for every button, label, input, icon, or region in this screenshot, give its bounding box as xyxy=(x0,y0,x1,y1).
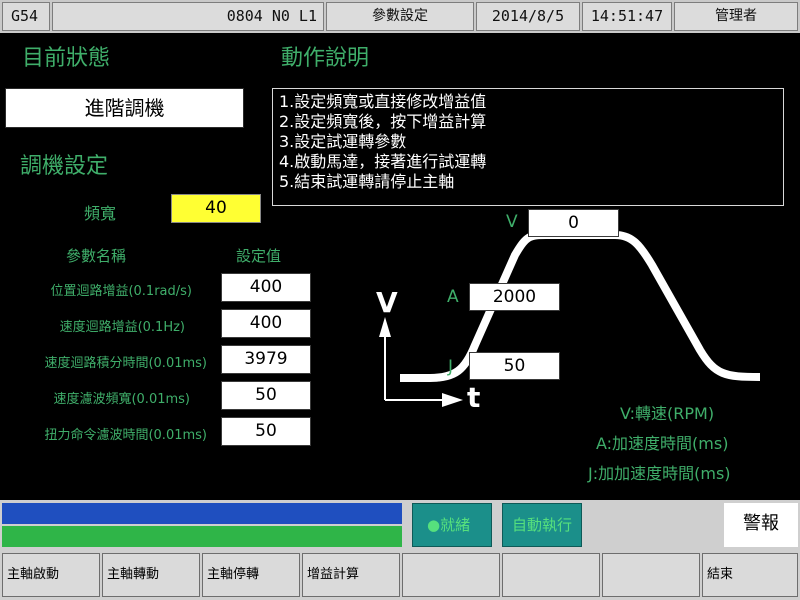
param-label-position-gain: 位置迴路增益(0.1rad/s) xyxy=(50,284,192,299)
user-display: 管理者 xyxy=(674,2,798,31)
instruction-step-5: 5.結束試運轉請停止主軸 xyxy=(279,172,455,191)
j-label: J xyxy=(448,357,454,377)
legend-a: A:加速度時間(ms) xyxy=(596,434,729,453)
gain-calculate-button[interactable]: 增益計算 xyxy=(302,553,400,597)
date-display: 2014/8/5 xyxy=(476,2,580,31)
function-key-7[interactable] xyxy=(602,553,700,597)
ready-dot-icon: ● xyxy=(427,516,441,534)
a-label: A xyxy=(447,287,459,307)
ready-label: 就緒 xyxy=(440,516,471,534)
mode-display: 進階調機 xyxy=(5,88,244,128)
current-status-title: 目前狀態 xyxy=(22,46,111,71)
j-value-input[interactable]: 50 xyxy=(469,352,560,380)
function-key-bar: 主軸啟動 主軸轉動 主軸停轉 增益計算 結束 xyxy=(0,550,800,600)
time-display: 14:51:47 xyxy=(582,2,672,31)
bottom-status-bar: ●就緒 自動執行 警報 xyxy=(0,500,800,550)
param-label-speed-filter: 速度濾波頻寬(0.01ms) xyxy=(53,392,190,407)
screen-title: 參數設定 xyxy=(326,2,474,31)
param-input-speed-gain[interactable]: 400 xyxy=(221,309,311,338)
param-input-speed-filter[interactable]: 50 xyxy=(221,381,311,410)
instruction-step-2: 2.設定頻寬後，按下增益計算 xyxy=(279,112,487,131)
v-value-input[interactable]: 0 xyxy=(528,209,619,237)
param-value-header: 設定值 xyxy=(236,247,282,265)
instruction-step-4: 4.啟動馬達，接著進行試運轉 xyxy=(279,152,487,171)
ready-indicator: ●就緒 xyxy=(412,503,492,547)
spindle-rotate-button[interactable]: 主軸轉動 xyxy=(102,553,200,597)
y-axis-label: V xyxy=(376,286,398,319)
v-label: V xyxy=(506,212,518,232)
progress-bar-green xyxy=(2,526,402,547)
y-axis-arrow-icon xyxy=(379,317,391,337)
tuning-setting-title: 調機設定 xyxy=(20,154,109,179)
param-label-speed-gain: 速度迴路增益(0.1Hz) xyxy=(59,320,185,335)
bandwidth-input[interactable]: 40 xyxy=(171,194,261,223)
instruction-step-3: 3.設定試運轉參數 xyxy=(279,132,407,151)
param-input-integral-time[interactable]: 3979 xyxy=(221,345,311,374)
param-label-integral-time: 速度迴路積分時間(0.01ms) xyxy=(44,356,207,371)
instructions-panel: 1.設定頻寬或直接修改增益值 2.設定頻寬後，按下增益計算 3.設定試運轉參數 … xyxy=(272,88,784,206)
bandwidth-label: 頻寬 xyxy=(84,204,117,223)
instruction-step-1: 1.設定頻寬或直接修改增益值 xyxy=(279,92,487,111)
top-status-bar: G54 0804 N0 L1 參數設定 2014/8/5 14:51:47 管理… xyxy=(0,0,800,33)
alarm-indicator[interactable]: 警報 xyxy=(724,503,798,547)
exit-button[interactable]: 結束 xyxy=(702,553,798,597)
x-axis-arrow-icon xyxy=(442,393,463,407)
param-input-position-gain[interactable]: 400 xyxy=(221,273,311,302)
auto-run-indicator: 自動執行 xyxy=(502,503,582,547)
action-description-title: 動作說明 xyxy=(281,46,370,71)
coordinate-mode: G54 xyxy=(2,2,50,31)
param-input-torque-filter[interactable]: 50 xyxy=(221,417,311,446)
param-name-header: 參數名稱 xyxy=(66,247,127,265)
function-key-6[interactable] xyxy=(502,553,600,597)
spindle-start-button[interactable]: 主軸啟動 xyxy=(2,553,100,597)
x-axis-label: t xyxy=(467,381,481,414)
spindle-stop-button[interactable]: 主軸停轉 xyxy=(202,553,300,597)
function-key-5[interactable] xyxy=(402,553,500,597)
motion-profile-graph xyxy=(379,230,761,407)
program-info: 0804 N0 L1 xyxy=(52,2,324,31)
progress-bar-blue xyxy=(2,503,402,524)
legend-v: V:轉速(RPM) xyxy=(620,404,715,423)
legend-j: J:加加速度時間(ms) xyxy=(588,464,731,483)
param-label-torque-filter: 扭力命令濾波時間(0.01ms) xyxy=(44,428,207,443)
a-value-input[interactable]: 2000 xyxy=(469,283,560,311)
